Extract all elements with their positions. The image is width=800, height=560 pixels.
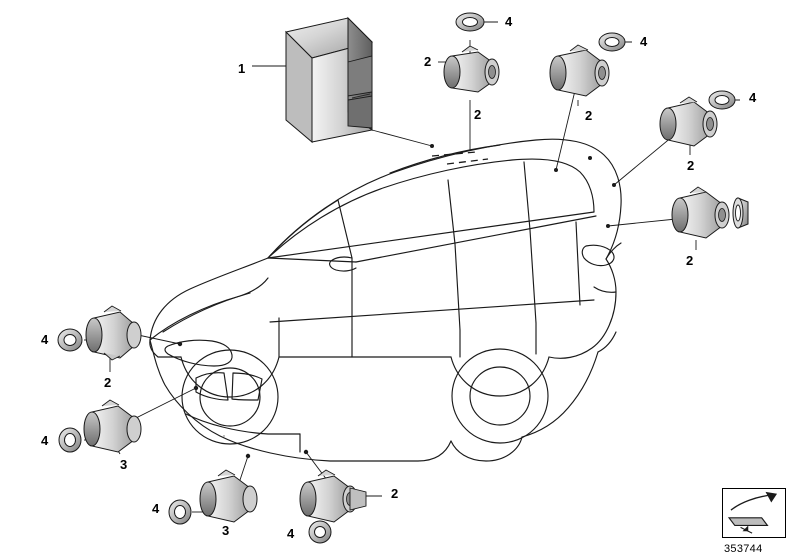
part-4-ring-right-mid [732, 197, 749, 229]
diagram-part-number: 353744 [724, 543, 763, 555]
part-4-ring-left-lower [58, 427, 82, 453]
callout-2-right-mid: 2 [686, 253, 694, 268]
part-3-sensor-left-lower [83, 399, 142, 453]
callout-4-top-right1: 4 [640, 34, 648, 49]
part-4-ring-top-right1 [598, 32, 626, 52]
car-outline [149, 138, 622, 462]
callout-1: 1 [238, 61, 246, 76]
part-3-sensor-bottom-left [199, 469, 258, 523]
part-2-sensor-right-mid [671, 186, 730, 239]
callout-2-bottom-center: 2 [391, 486, 399, 501]
callout-2-top-right2: 2 [687, 158, 695, 173]
leader-lines [84, 21, 745, 533]
part-1-control-unit [285, 16, 373, 144]
callout-2-left-upper: 2 [104, 375, 112, 390]
orientation-icon-box [722, 488, 786, 538]
part-2-sensor-left-upper [85, 305, 142, 361]
callout-4-top-center: 4 [505, 14, 513, 29]
part-2-sensor-top-right2 [659, 96, 718, 147]
part-4-ring-top-center [455, 12, 485, 32]
callout-2-top-right1: 2 [585, 108, 593, 123]
part-4-ring-bottom-left [168, 499, 192, 525]
callout-4-bottom-left: 4 [152, 501, 160, 516]
part-2-sensor-top-center [443, 45, 500, 93]
callout-3-bottom-left: 3 [222, 523, 230, 538]
callout-4-left-upper: 4 [41, 332, 49, 347]
attachment-points [177, 144, 616, 459]
callout-4-left-lower: 4 [41, 433, 49, 448]
part-4-ring-top-right2 [708, 90, 736, 110]
callout-2-top-center-lower: 2 [474, 107, 482, 122]
orientation-arrow-icon [727, 491, 778, 534]
callout-4-bottom-center: 4 [287, 526, 295, 541]
callout-3-left-lower: 3 [120, 457, 128, 472]
roof-dashed-lines [431, 151, 489, 165]
part-4-ring-left-upper [57, 328, 83, 352]
part-2-sensor-bottom-center [299, 469, 367, 523]
callout-2-top-center: 2 [424, 54, 432, 69]
part-2-sensor-top-right1 [549, 44, 610, 97]
callout-4-top-right2: 4 [749, 90, 757, 105]
part-4-ring-bottom-center [308, 520, 332, 544]
